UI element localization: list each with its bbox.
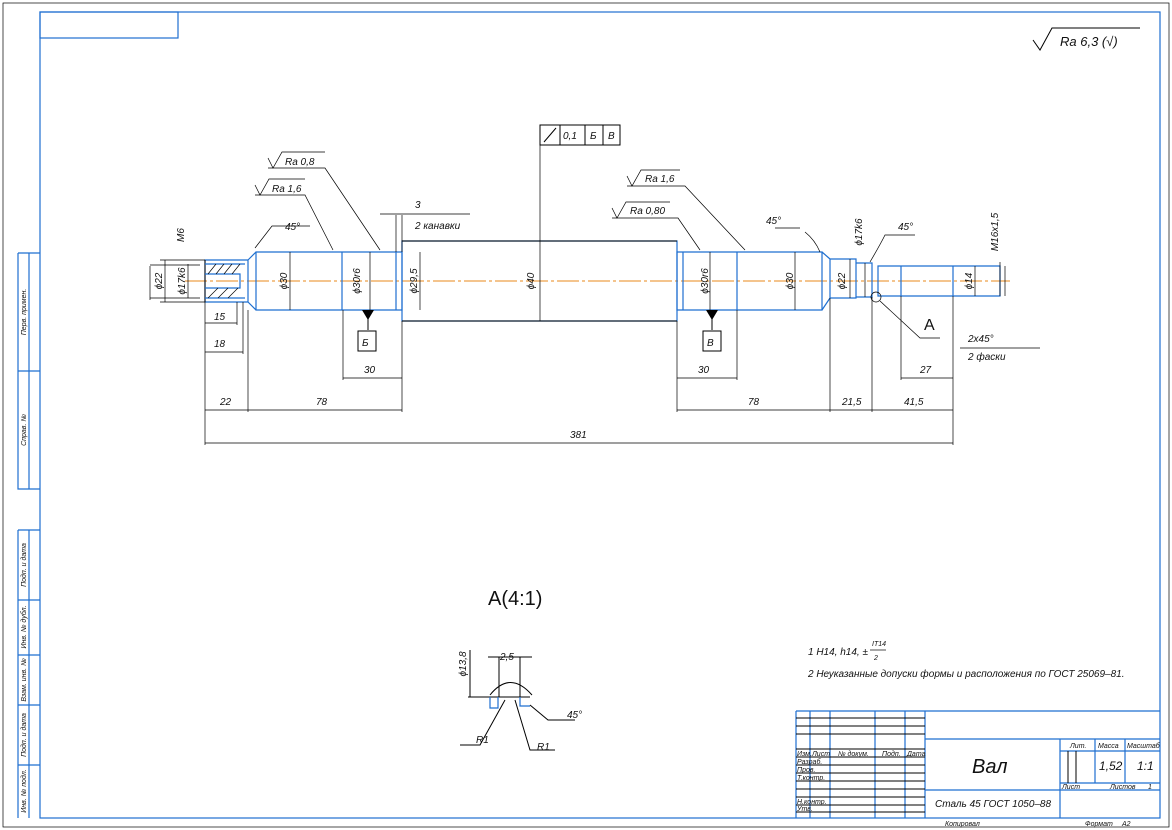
tolerance-base: В — [608, 131, 615, 142]
mass-value: 1,52 — [1099, 759, 1123, 773]
roughness-text: Ra 1,6 — [272, 184, 302, 195]
shaft — [185, 240, 1010, 322]
dim-text: ϕ30 — [785, 272, 796, 289]
side-strip: Перв. примен. Справ. № Подп. и дата Инв.… — [17, 252, 40, 818]
format-value: А2 — [1121, 821, 1131, 828]
datum-label: В — [707, 338, 714, 349]
tb-label: Масса — [1098, 743, 1119, 750]
tb-label: Листов — [1109, 784, 1136, 791]
tb-label: Лит. — [1069, 743, 1086, 750]
dim-text: 21,5 — [841, 397, 862, 408]
note-1-denominator: 2 — [873, 655, 878, 662]
dim-text: ϕ30r6 — [352, 268, 363, 294]
angle-text: 45° — [766, 216, 781, 227]
tb-header: Лист — [811, 751, 830, 758]
tolerance-base: Б — [590, 131, 597, 142]
tb-header: Изм. — [797, 751, 812, 758]
tb-header: Дата — [906, 751, 926, 758]
note-1-numerator: IT14 — [872, 641, 886, 648]
dim-text: ϕ17k6 — [854, 218, 865, 246]
dim-text: ϕ22 — [837, 272, 848, 289]
roughness-text: Ra 0,8 — [285, 157, 315, 168]
angle-text: 45° — [898, 222, 913, 233]
runout-tolerance-frame: 0,1 Б В — [539, 124, 621, 146]
tb-role: Разраб. — [797, 758, 822, 766]
dim-text: ϕ40 — [526, 272, 537, 289]
dim-text: ϕ22 — [154, 272, 165, 289]
groove-note: 2 канавки — [414, 221, 461, 232]
strip-label: Подп. и дата — [20, 543, 28, 587]
dim-text: ϕ14 — [964, 272, 975, 289]
detail-dim: R1 — [476, 735, 489, 746]
strip-label: Подп. и дата — [20, 713, 28, 757]
chamfer-size: 2x45° — [967, 334, 994, 345]
strip-label: Перв. примен. — [21, 289, 28, 336]
copied-label: Копировал — [945, 821, 980, 828]
detail-circle — [870, 291, 882, 303]
dim-text: 27 — [919, 365, 932, 376]
dim-text: M16x1,5 — [990, 212, 1001, 251]
strip-label: Взам. инв. № — [21, 658, 28, 702]
scale-value: 1:1 — [1137, 759, 1154, 773]
dim-text: 78 — [316, 397, 328, 408]
detail-leader — [879, 300, 940, 339]
format-label: Формат — [1085, 821, 1113, 828]
strip-label: Инв. № подл. — [20, 769, 28, 812]
dim-text: 15 — [214, 312, 226, 323]
top-left-box — [39, 11, 179, 39]
roughness-text: Ra 0,80 — [630, 206, 665, 217]
view-label: А — [924, 317, 935, 334]
dim-text: 30 — [364, 365, 376, 376]
dim-text: 18 — [214, 339, 226, 350]
detail-title: А(4:1) — [488, 588, 542, 610]
tb-header: № докум. — [838, 750, 869, 758]
strip-label: Справ. № — [21, 414, 28, 446]
tb-role: Пров. — [797, 767, 816, 774]
strip-label: Инв. № дубл. — [20, 605, 28, 648]
detail-dim: ϕ13,8 — [458, 651, 469, 676]
tolerance-value: 0,1 — [563, 131, 577, 142]
roughness-marks: Ra 0,8 Ra 1,6 Ra 1,6 Ra 0,80 — [254, 151, 746, 251]
technical-notes: 1 H14, h14, ± IT14 2 2 Неуказанные допус… — [807, 641, 1124, 680]
part-name: Вал — [972, 756, 1008, 778]
dim-text: 41,5 — [904, 397, 924, 408]
drawing-frame — [39, 11, 1161, 819]
groove-size: 3 — [415, 200, 421, 211]
note-2: 2 Неуказанные допуски формы и расположен… — [807, 668, 1124, 680]
note-1: 1 H14, h14, ± — [808, 647, 868, 658]
dim-text: ϕ30 — [279, 272, 290, 289]
dim-text: 30 — [698, 365, 710, 376]
dim-text: 381 — [570, 430, 587, 441]
tb-role: Н.контр. — [797, 799, 827, 806]
chamfer-note: 2 фаски — [967, 351, 1006, 363]
tb-label: Лист — [1061, 784, 1080, 791]
dim-text: M6 — [176, 228, 187, 242]
datums: Б В — [357, 310, 722, 352]
general-roughness: Ra 6,3 (√) — [1032, 27, 1140, 51]
detail-dim: 45° — [567, 710, 582, 721]
sheets-value: 1 — [1148, 784, 1152, 791]
dim-text: ϕ30r6 — [700, 268, 711, 294]
tb-role: Т.контр. — [797, 775, 825, 782]
roughness-general-text: Ra 6,3 (√) — [1060, 34, 1118, 49]
dim-text: ϕ29,5 — [409, 268, 420, 293]
material: Сталь 45 ГОСТ 1050–88 — [935, 799, 1051, 810]
detail-dim: R1 — [537, 742, 550, 753]
roughness-text: Ra 1,6 — [645, 174, 675, 185]
datum-label: Б — [362, 338, 369, 349]
tb-role: Утв. — [796, 806, 813, 813]
dim-text: ϕ17k6 — [177, 267, 188, 295]
detail-view: А(4:1) ϕ13,8 2,5 R1 R1 45° — [458, 588, 582, 753]
angle-text: 45° — [285, 222, 300, 233]
tb-header: Подп. — [882, 750, 901, 758]
dim-text: 22 — [219, 397, 232, 408]
tb-label: Масштаб — [1127, 742, 1161, 750]
dimensions: ϕ22 ϕ17k6 ϕ30 ϕ30r6 ϕ29,5 ϕ40 ϕ30r6 ϕ30 … — [149, 145, 1040, 445]
title-block: Изм. Лист № докум. Подп. Дата Разраб. Пр… — [795, 710, 1161, 828]
dim-text: 78 — [748, 397, 760, 408]
detail-dim: 2,5 — [499, 652, 514, 663]
